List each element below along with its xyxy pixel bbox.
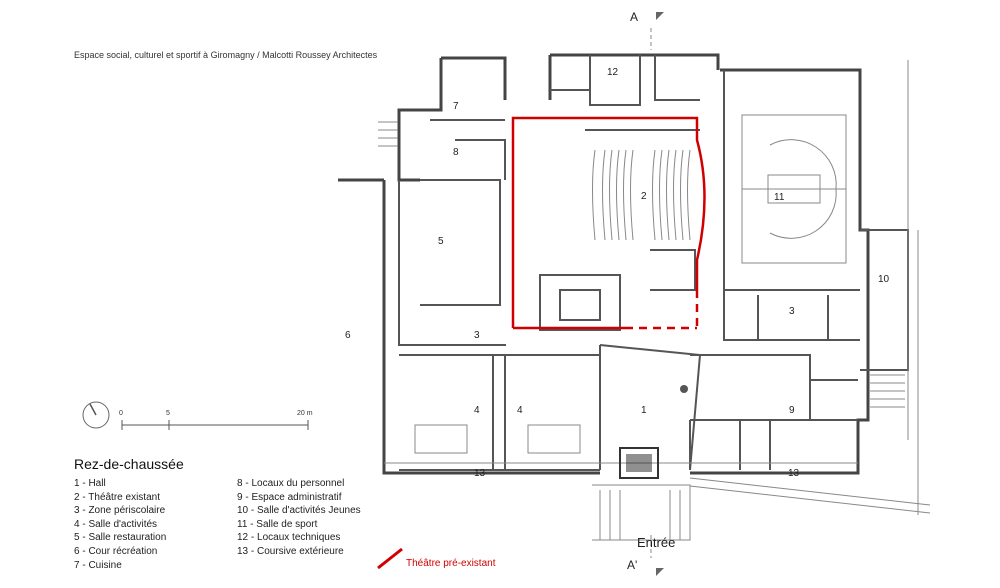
legend-column-2: 8 - Locaux du personnel 9 - Espace admin…	[237, 477, 361, 559]
legend-item: 5 - Salle restauration	[74, 532, 167, 544]
scale-bar	[121, 420, 309, 430]
section-arrow-top	[656, 12, 664, 20]
room-label-8: 8	[453, 147, 459, 158]
room-label-5: 5	[438, 236, 444, 247]
room-label-6: 6	[345, 330, 351, 341]
plan-walls	[338, 53, 870, 475]
legend-item: 1 - Hall	[74, 478, 106, 489]
legend-item: 9 - Espace administratif	[237, 491, 342, 503]
entrance-label: Entrée	[637, 535, 676, 550]
legend-item: 7 - Cuisine	[74, 559, 122, 571]
legend-item: 13 - Coursive extérieure	[237, 545, 344, 557]
legend-item: 8 - Locaux du personnel	[237, 478, 345, 489]
room-label-9: 9	[789, 405, 795, 416]
legend-item: 12 - Locaux techniques	[237, 532, 341, 544]
room-label-10: 10	[878, 274, 890, 285]
section-arrow-bottom	[656, 568, 664, 576]
room-label-3-a: 3	[789, 306, 795, 317]
level-title: Rez-de-chaussée	[74, 456, 184, 472]
room-label-4-a: 4	[474, 405, 480, 416]
room-label-3-b: 3	[474, 330, 480, 341]
room-label-12: 12	[607, 67, 619, 78]
scale-tick-5: 5	[166, 410, 170, 417]
legend-item: 3 - Zone périscolaire	[74, 505, 166, 517]
compass-icon	[82, 401, 110, 429]
legend-item: 6 - Cour récréation	[74, 545, 158, 557]
theatre-legend-label: Théâtre pré-existant	[406, 558, 496, 569]
room-label-13-b: 13	[788, 468, 800, 479]
column-dot	[680, 385, 688, 393]
theatre-outline	[511, 116, 706, 330]
section-mark-top: A	[630, 10, 639, 24]
legend-item: 2 - Théâtre existant	[74, 491, 160, 503]
plan-title: Espace social, culturel et sportif à Gir…	[74, 50, 378, 60]
room-label-11: 11	[774, 192, 785, 203]
room-label-1: 1	[641, 405, 647, 416]
legend-item: 4 - Salle d'activités	[74, 518, 158, 530]
room-label-13-a: 13	[474, 468, 486, 479]
entrance-box	[619, 447, 659, 479]
legend-item: 10 - Salle d'activités Jeunes	[237, 505, 361, 517]
theatre-legend-swatch	[377, 547, 403, 570]
room-label-2: 2	[641, 191, 647, 202]
scale-tick-20: 20 m	[297, 410, 313, 417]
room-label-7: 7	[453, 101, 459, 112]
scale-tick-0: 0	[119, 410, 123, 417]
legend-item: 11 - Salle de sport	[237, 518, 318, 530]
room-label-4-b: 4	[517, 405, 523, 416]
section-mark-bottom: A'	[627, 558, 638, 572]
legend-column-1: 1 - Hall 2 - Théâtre existant 3 - Zone p…	[74, 477, 166, 572]
plan-interior	[398, 55, 909, 471]
